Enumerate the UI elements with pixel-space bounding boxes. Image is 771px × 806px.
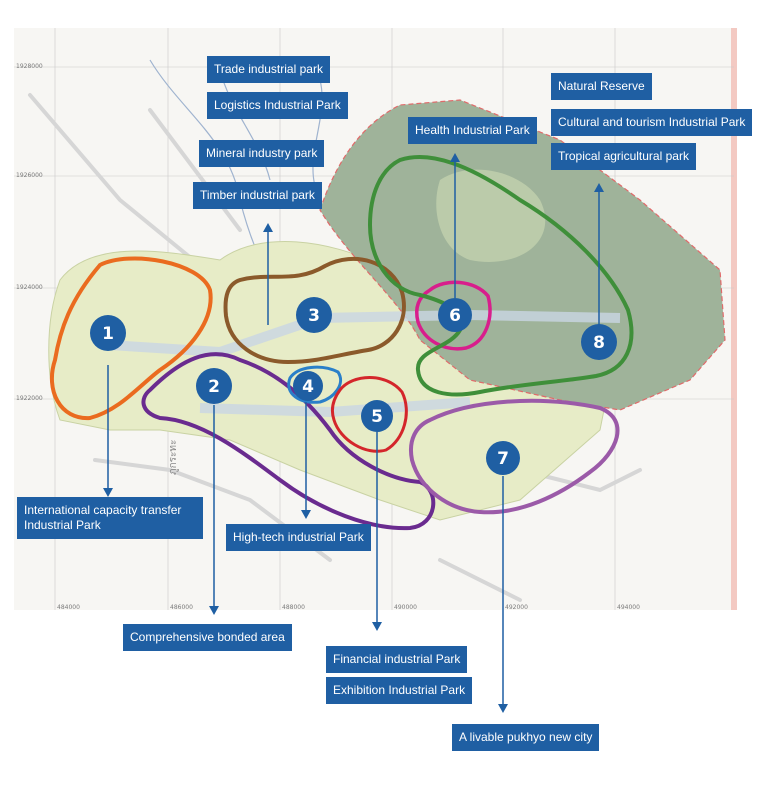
- label-high-tech-industrial-park: High-tech industrial Park: [226, 524, 371, 551]
- zone-outline-1: [49, 256, 213, 421]
- grid-label-bottom: 484000: [57, 604, 80, 611]
- svg-text:7: 7: [497, 449, 509, 469]
- map-right-border: [731, 28, 737, 610]
- label-trade-industrial-park: Trade industrial park: [207, 56, 330, 83]
- grid-label-bottom: 492000: [505, 604, 528, 611]
- arrows: [103, 153, 604, 713]
- grid-label-bottom: 488000: [282, 604, 305, 611]
- grid-label-bottom: 486000: [170, 604, 193, 611]
- zone-marker-4: 4: [293, 371, 323, 401]
- grid-label-bottom: 490000: [394, 604, 417, 611]
- grid-label-left: 1926000: [16, 172, 43, 179]
- label-tropical-agricultural-park: Tropical agricultural park: [551, 143, 696, 170]
- label-cultural-tourism-industrial-park: Cultural and tourism Industrial Park: [551, 109, 753, 136]
- label-financial-industrial-park: Financial industrial Park: [326, 646, 468, 673]
- label-logistics-industrial-park: Logistics Industrial Park: [207, 92, 348, 119]
- svg-text:1: 1: [102, 324, 114, 344]
- label-comprehensive-bonded-area: Comprehensive bonded area: [123, 624, 292, 651]
- zone-outline-4: [287, 365, 343, 404]
- label-health-industrial-park: Health Industrial Park: [408, 117, 537, 144]
- zone-marker-8: 8: [581, 324, 617, 360]
- label-timber-industrial-park: Timber industrial park: [193, 182, 322, 209]
- zone-marker-7: 7: [486, 441, 520, 475]
- zone-markers: 1 2 3 4 5 6 7 8: [90, 297, 617, 475]
- map-place-name: ภูกระทะ: [168, 440, 179, 475]
- corridor-band-lower: [199, 397, 471, 418]
- svg-text:8: 8: [593, 333, 605, 353]
- zone-outline-7: [409, 398, 620, 515]
- zone-outline-3: [223, 256, 406, 365]
- label-exhibition-industrial-park: Exhibition Industrial Park: [326, 677, 473, 704]
- grid-coordinate-labels: 1928000 1926000 1924000 1922000 484000 4…: [16, 63, 640, 611]
- zone-marker-1: 1: [90, 315, 126, 351]
- zone-marker-2: 2: [196, 368, 232, 404]
- zone-marker-5: 5: [361, 400, 393, 432]
- grid-label-left: 1924000: [16, 284, 43, 291]
- svg-text:6: 6: [449, 306, 461, 326]
- zone-outline-6: [415, 280, 492, 351]
- green-terrain: [319, 99, 726, 411]
- svg-text:3: 3: [308, 306, 320, 326]
- label-livable-new-city: A livable pukhyo new city: [452, 724, 600, 751]
- zone-outline-2: [141, 352, 436, 531]
- svg-text:2: 2: [208, 377, 220, 397]
- grid-label-left: 1922000: [16, 395, 43, 402]
- zone-outline-8: [367, 155, 634, 397]
- label-mineral-industry-park: Mineral industry park: [199, 140, 325, 167]
- green-clearing: [436, 169, 546, 262]
- grid-label-bottom: 494000: [617, 604, 640, 611]
- zone-outline-5: [330, 376, 408, 453]
- zone-marker-3: 3: [296, 297, 332, 333]
- svg-text:4: 4: [302, 377, 314, 397]
- label-line: Industrial Park: [24, 518, 101, 532]
- label-international-capacity-transfer: International capacity transfer Industri…: [17, 497, 203, 539]
- label-line: International capacity transfer: [24, 503, 182, 517]
- zone-marker-6: 6: [438, 298, 472, 332]
- grid-label-left: 1928000: [16, 63, 43, 70]
- label-natural-reserve: Natural Reserve: [551, 73, 652, 100]
- svg-text:5: 5: [371, 407, 383, 427]
